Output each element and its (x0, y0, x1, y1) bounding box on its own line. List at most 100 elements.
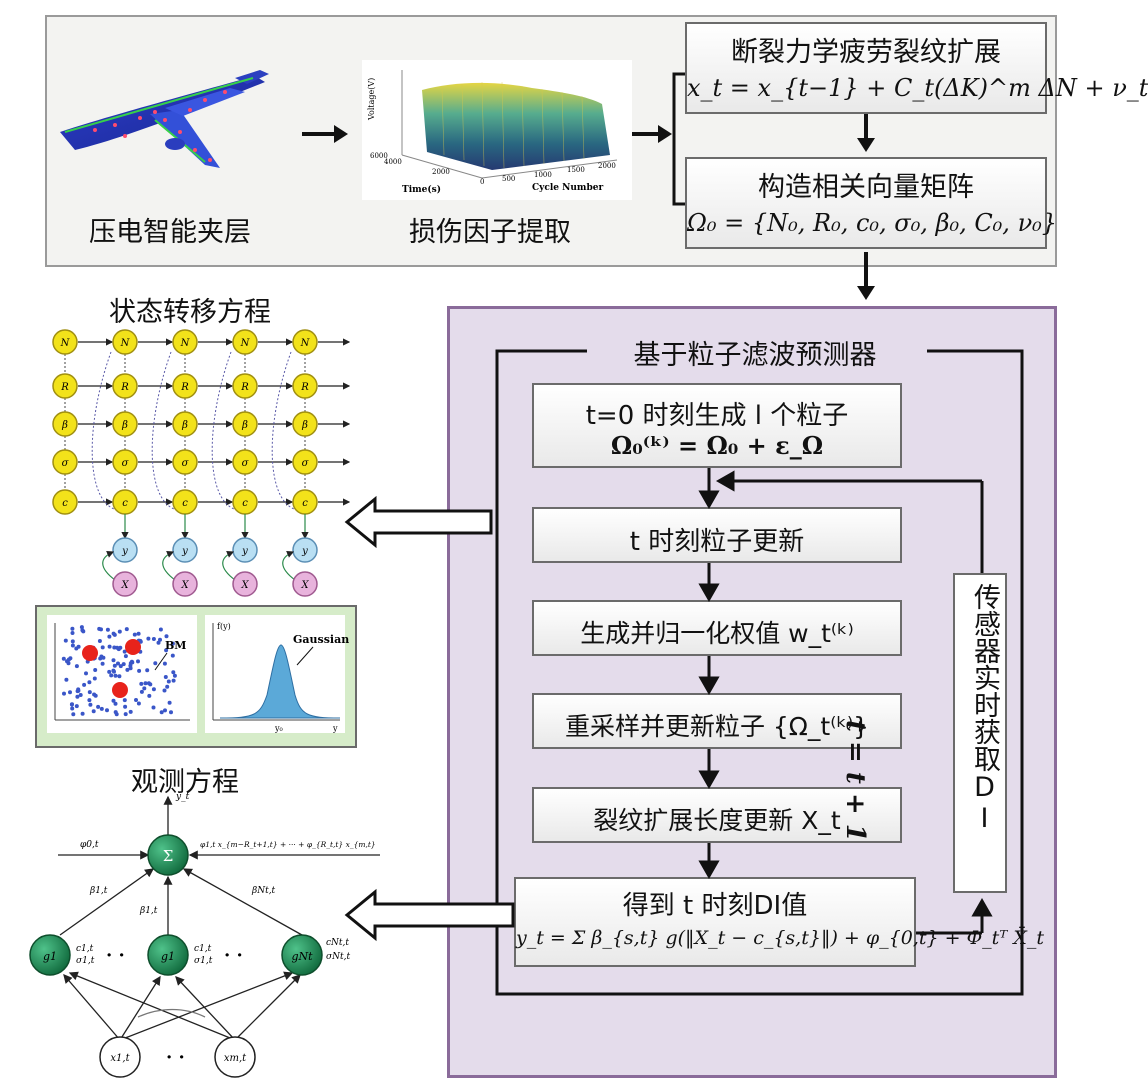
bm-particle (122, 649, 127, 654)
step-resample: 重采样并更新粒子 {Ω_t⁽ᵏ⁾} (532, 693, 902, 749)
observation-node (172, 537, 198, 563)
state-node (112, 449, 138, 475)
big-arrow-left-1 (344, 495, 493, 549)
bm-particle (68, 690, 72, 695)
bm-particle (170, 653, 175, 658)
observation-node (112, 537, 138, 563)
state-node-label: R (300, 382, 309, 393)
predictor-title: 基于粒子滤波预测器 (633, 340, 877, 371)
dots-inputs: · · (166, 1047, 185, 1068)
state-node (112, 329, 138, 355)
center-label: c1,t (76, 944, 94, 954)
bm-particle (70, 643, 75, 648)
state-node (52, 329, 78, 355)
bm-particle (111, 658, 116, 663)
bm-particle (93, 668, 98, 672)
hidden-node (112, 571, 138, 597)
bm-particle (158, 627, 163, 632)
dots-row: · · (224, 945, 243, 966)
step-particle-update: t 时刻粒子更新 (532, 507, 902, 563)
bm-particle (129, 659, 134, 664)
state-node (172, 449, 198, 475)
bm-particle (74, 704, 79, 709)
hidden-link (102, 551, 116, 581)
state-node (232, 449, 258, 475)
sensor-label: 传感器实时获取DI (969, 583, 1000, 834)
bm-particle (125, 667, 130, 672)
hidden-node-label: X (240, 580, 249, 591)
bm-particle (64, 677, 69, 682)
bm-particle (162, 661, 167, 666)
state-node (112, 411, 138, 437)
bias-label: φ0,t (80, 840, 99, 850)
bm-particle (136, 659, 140, 664)
gauss-ylabel: f(y) (217, 622, 231, 631)
arrow-down-2 (857, 252, 875, 300)
bm-particle (76, 687, 81, 692)
bm-particle (153, 661, 158, 666)
hidden-node-label: X (120, 580, 129, 591)
observation-node-label: y (301, 546, 308, 557)
bm-particle (145, 668, 150, 673)
bm-particle (71, 712, 76, 717)
bm-particle (146, 681, 151, 686)
bm-particle (75, 694, 80, 699)
box-correlation-matrix: 构造相关向量矩阵 Ω₀ = {N₀, R₀, c₀, σ₀, β₀, C₀, ν… (685, 157, 1058, 249)
gauss-xlabel: y (332, 724, 338, 733)
bm-particle (167, 700, 172, 705)
bm-particle (128, 709, 133, 714)
bm-particle (76, 644, 81, 649)
bm-particle (116, 647, 121, 652)
bm-particle (162, 688, 167, 693)
sensor-di-box: 传感器实时获取DI (953, 573, 1007, 893)
bracket (672, 72, 688, 206)
plot-xlabel: Cycle Number (532, 183, 603, 193)
plot-ytick: 6000 (370, 152, 388, 160)
dots-row: · · (106, 945, 125, 966)
bm-particle (139, 689, 144, 694)
state-dependency-curve (271, 351, 298, 511)
bm-particle (164, 648, 169, 653)
bm-particle (65, 659, 69, 664)
bm-particle (121, 662, 126, 667)
bm-particle (82, 682, 87, 687)
gauss-tick: y₀ (274, 724, 283, 733)
step-weights: 生成并归一化权值 w_t⁽ᵏ⁾ (532, 600, 902, 656)
predictor-loop-frame (495, 349, 1024, 996)
bm-particle (136, 631, 141, 636)
box2-equation: Ω₀ = {N₀, R₀, c₀, σ₀, β₀, C₀, ν₀} (687, 209, 1058, 237)
step4-label: 重采样并更新粒子 {Ω_t⁽ᵏ⁾} (564, 712, 870, 741)
width-label: σNt,t (326, 952, 350, 962)
big-arrow-left-2 (344, 888, 515, 942)
weight-label: β1,t (89, 886, 108, 896)
step2-label: t 时刻粒子更新 (629, 527, 805, 557)
bm-particle (105, 708, 109, 713)
center-label: c1,t (194, 944, 212, 954)
bm-particle (111, 668, 116, 673)
state-node-label: σ (182, 458, 190, 469)
bm-particle (151, 687, 156, 692)
arrow-down-1 (857, 114, 875, 152)
state-node-label: R (240, 382, 249, 393)
bm-particle (107, 634, 112, 639)
bm-particle (123, 704, 128, 709)
state-node (292, 449, 318, 475)
weight-label: β1,t (139, 906, 158, 916)
gaussian-label: Gaussian (293, 633, 349, 646)
state-dependency-curve (151, 351, 178, 511)
state-node (172, 373, 198, 399)
bm-particle (100, 661, 105, 666)
bm-particle (137, 668, 142, 673)
step5-label: 裂纹扩展长度更新 X_t (593, 806, 841, 835)
bm-particle (112, 663, 117, 668)
state-node-label: c (242, 498, 248, 509)
bm-particle (63, 638, 68, 643)
hidden-node (292, 571, 318, 597)
state-node (292, 373, 318, 399)
bm-particle (116, 661, 120, 666)
hidden-node-label: X (180, 580, 189, 591)
state-node-label: σ (242, 458, 250, 469)
state-node (52, 411, 78, 437)
state-node-label: N (180, 338, 191, 349)
